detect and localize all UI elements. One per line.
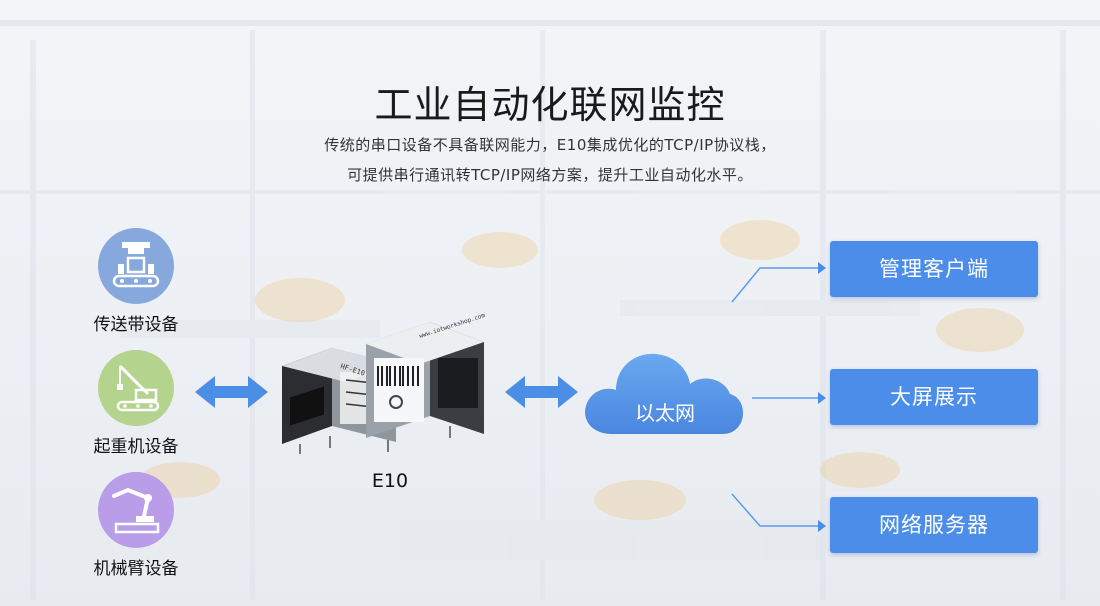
ethernet-cloud xyxy=(585,353,744,434)
conveyor-icon xyxy=(112,242,160,288)
module-label: E10 xyxy=(371,470,409,492)
device-label-robot-arm: 机械臂设备 xyxy=(93,559,179,579)
e10-module-image: HF-E10 www.iotworkshop.com xyxy=(282,312,486,454)
double-arrow-right xyxy=(505,376,578,408)
subtitle-line-1: 传统的串口设备不具备联网能力，E10集成优化的TCP/IP协议栈， xyxy=(324,136,776,154)
page-title: 工业自动化联网监控 xyxy=(374,83,726,127)
rj45-module-right xyxy=(366,322,484,438)
device-label-conveyor: 传送带设备 xyxy=(93,315,179,335)
device-crane xyxy=(98,350,174,426)
network-label: 以太网 xyxy=(635,401,695,425)
double-arrow-left xyxy=(195,376,268,408)
device-robot-arm xyxy=(98,472,174,548)
crane-icon xyxy=(116,364,160,412)
service-large-screen[interactable]: 大屏展示 xyxy=(830,369,1038,425)
device-conveyor xyxy=(98,228,174,304)
service-management-client[interactable]: 管理客户端 xyxy=(830,241,1038,297)
device-label-crane: 起重机设备 xyxy=(93,437,179,457)
subtitle-line-2: 可提供串行通讯转TCP/IP网络方案，提升工业自动化水平。 xyxy=(347,166,753,184)
service-network-server[interactable]: 网络服务器 xyxy=(830,497,1038,553)
robot-arm-icon xyxy=(112,487,160,534)
